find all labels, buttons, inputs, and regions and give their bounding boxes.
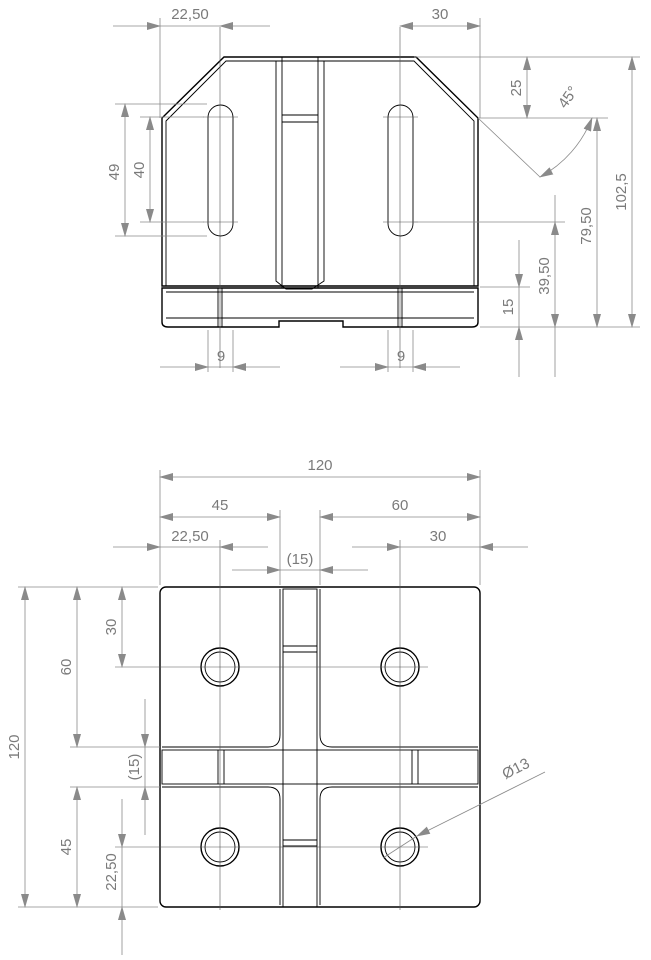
dim-chamfer-height: 25: [508, 80, 525, 97]
dim-chamfer-angle: 45°: [555, 83, 582, 111]
dim-hole-offset-top: 30: [103, 619, 120, 636]
side-body-inner-outline: [165, 60, 475, 287]
side-center-rib: [275, 61, 325, 290]
dim-hole-offset-right: 30: [430, 528, 447, 545]
dim-slot-span-inner: 40: [131, 162, 148, 179]
side-base-plate: [161, 287, 479, 328]
dim-hole-diameter: Ø13: [499, 755, 532, 783]
dim-overall-height-top: 120: [6, 734, 23, 759]
dim-upper-height: 60: [58, 659, 75, 676]
side-body-outline: [161, 56, 479, 287]
dim-channel-width: (15): [287, 551, 314, 568]
dim-right-width: 60: [392, 497, 409, 514]
top-cross-channel: [162, 589, 478, 905]
dim-hole-offset-bottom: 22,50: [103, 853, 120, 891]
dim-slot-offset: 22,50: [171, 6, 209, 23]
dim-overall-width: 120: [307, 457, 332, 474]
top-view: 120 45 60 22,50 30 (15) 120 60 30: [6, 457, 546, 955]
dim-slot-bottom-height: 39,50: [536, 257, 553, 295]
dim-channel-height: (15): [126, 754, 143, 781]
dim-slot-top-height: 79,50: [578, 207, 595, 245]
dim-slot-width-left: 9: [217, 348, 225, 365]
dim-slot-offset-right: 30: [432, 6, 449, 23]
dim-base-height: 15: [500, 299, 517, 316]
dim-left-width: 45: [212, 497, 229, 514]
side-left-slot: [207, 104, 234, 237]
side-right-slot: [387, 104, 414, 237]
dim-slot-span-outer: 49: [106, 164, 123, 181]
side-view: 22,50 30 25 45° 102,5 79,50 39,50 15 49 …: [106, 6, 640, 377]
dim-slot-width-right: 9: [397, 348, 405, 365]
dim-lower-height: 45: [58, 839, 75, 856]
dim-hole-offset-left: 22,50: [171, 528, 209, 545]
dim-overall-height: 102,5: [613, 173, 630, 211]
